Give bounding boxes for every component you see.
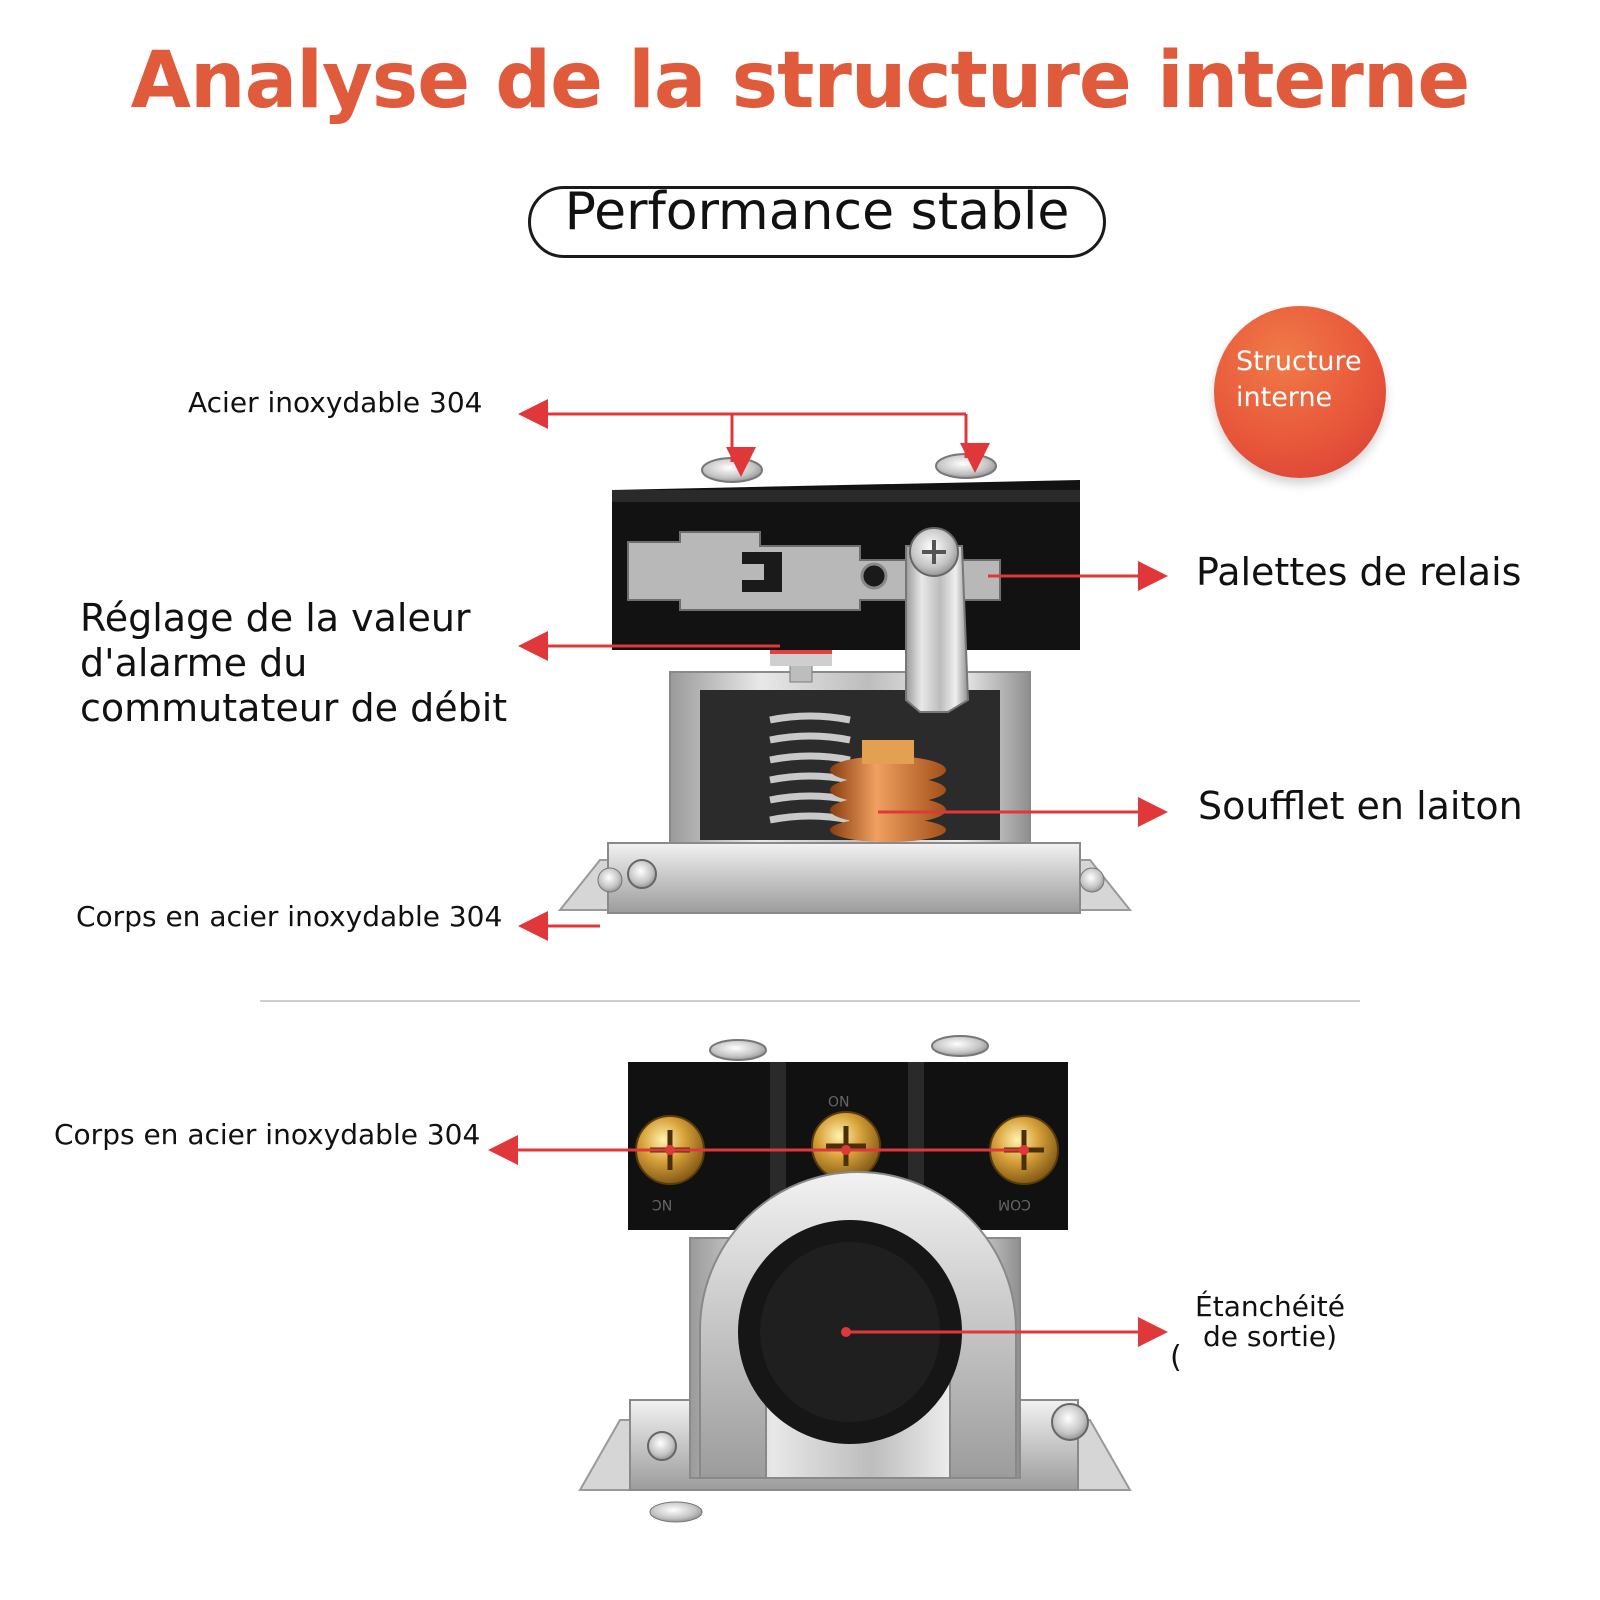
subtitle-pill xyxy=(528,186,1106,258)
label-outlet-seal-line-1: Étanchéité xyxy=(1195,1290,1345,1323)
subtitle-text: Performance stable xyxy=(564,182,1070,242)
label-outlet-seal: Étanchéité de sortie) xyxy=(1190,1292,1350,1352)
terminal-label-right: COM xyxy=(998,1196,1031,1212)
structure-badge xyxy=(1214,306,1386,478)
callout-arrows xyxy=(488,399,1168,1347)
terminal-label-middle: NO xyxy=(828,1092,850,1108)
bottom-device xyxy=(578,1035,1132,1523)
badge-line-1: Structure xyxy=(1236,346,1362,377)
structure-badge-text: Structure interne xyxy=(1236,344,1386,416)
page-title: Analyse de la structure interne xyxy=(130,36,1471,126)
badge-line-2: interne xyxy=(1236,382,1333,413)
terminal-label-left: NC xyxy=(652,1196,673,1212)
label-bellows: Soufflet en laiton xyxy=(1198,784,1523,828)
callout-dots xyxy=(665,1145,1029,1337)
label-body-top: Corps en acier inoxydable 304 xyxy=(76,900,503,933)
label-outlet-paren: ( xyxy=(1170,1340,1182,1375)
top-device xyxy=(557,453,1133,914)
label-body-bottom: Corps en acier inoxydable 304 xyxy=(54,1118,481,1151)
label-outlet-seal-line-2: de sortie) xyxy=(1202,1320,1338,1353)
label-top-screws: Acier inoxydable 304 xyxy=(188,386,483,419)
section-divider xyxy=(260,1000,1360,1002)
label-relay-paddles: Palettes de relais xyxy=(1196,550,1522,594)
label-alarm-adjust: Réglage de la valeur d'alarme du commuta… xyxy=(80,596,508,730)
